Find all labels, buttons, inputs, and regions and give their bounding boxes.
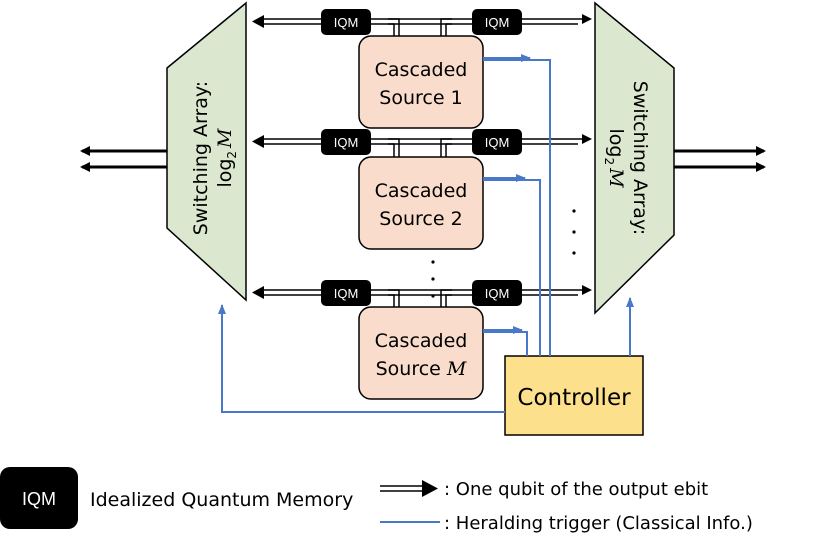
source-2-line2: Source 2: [379, 208, 462, 230]
legend: IQM Idealized Quantum Memory : One qubit…: [0, 467, 753, 534]
iqm-label: IQM: [334, 135, 359, 150]
left-output-arrows: [80, 146, 167, 172]
cascaded-source-m: Cascaded Source M: [358, 306, 484, 400]
heralding-trigger-lines: [218, 54, 634, 413]
svg-text:Source M: Source M: [376, 358, 467, 380]
source-2-line1: Cascaded: [375, 180, 468, 202]
left-switch-sub: 2: [225, 151, 239, 159]
source-1-line2: Source 1: [379, 87, 462, 109]
cascaded-source-1: Cascaded Source 1: [358, 35, 484, 129]
qubit-channels: [254, 14, 592, 307]
iqm-label: IQM: [485, 286, 510, 301]
ellipsis-dots: [431, 209, 576, 298]
svg-text:log2M: log2M: [602, 128, 627, 188]
legend-iqm-label: IQM: [22, 489, 56, 509]
iqm-label: IQM: [334, 15, 359, 30]
controller-label: Controller: [517, 385, 631, 411]
iqm-label: IQM: [334, 286, 359, 301]
controller-box: Controller: [504, 355, 644, 436]
legend-qubit-arrow: [422, 480, 438, 497]
right-switch-label: Switching Array:: [629, 81, 651, 235]
source-m-var: M: [446, 358, 467, 380]
left-switch-log: log: [214, 159, 236, 188]
right-switch-log: log: [605, 128, 627, 157]
source-m-line2: Source: [376, 358, 447, 380]
iqm-label: IQM: [485, 135, 510, 150]
iqm-label: IQM: [485, 15, 510, 30]
right-switching-array: Switching Array: log2M: [594, 1, 675, 315]
right-switch-sub: 2: [602, 157, 616, 165]
legend-iqm-desc: Idealized Quantum Memory: [90, 489, 353, 511]
left-switch-var: M: [214, 128, 236, 149]
legend-trigger-desc: : Heralding trigger (Classical Info.): [444, 513, 753, 534]
source-1-line1: Cascaded: [375, 59, 468, 81]
source-m-line1: Cascaded: [375, 330, 468, 352]
cascaded-source-2: Cascaded Source 2: [358, 156, 484, 250]
iqm-boxes: IQM IQM IQM IQM IQM IQM: [321, 9, 522, 306]
left-arrowheads: [252, 15, 264, 299]
right-switch-var: M: [605, 167, 627, 188]
left-switching-array: Switching Array: log2 M: [166, 1, 247, 302]
legend-qubit-desc: : One qubit of the output ebit: [444, 479, 708, 500]
svg-text:log2M: log2 M: [214, 128, 239, 188]
legend-iqm-box: [0, 467, 78, 529]
left-switch-label: Switching Array:: [190, 81, 212, 235]
right-output-arrows: [674, 146, 766, 172]
